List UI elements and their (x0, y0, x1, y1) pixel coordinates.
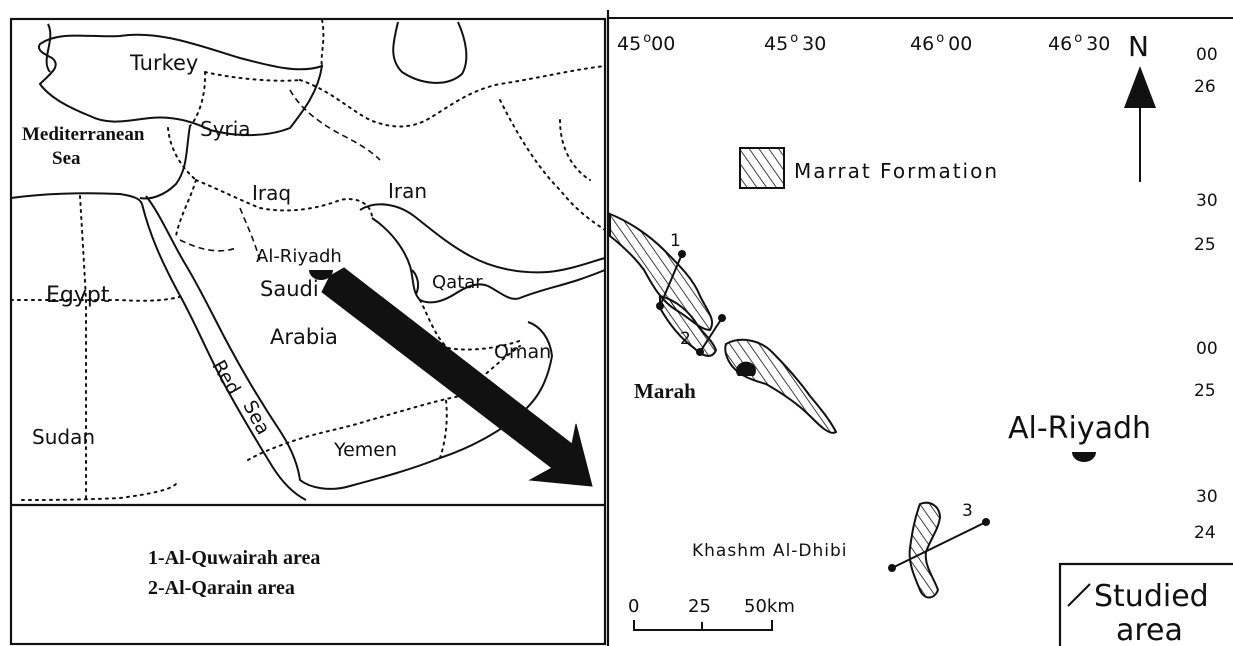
north-arrow-head (1124, 66, 1156, 108)
label-iran: Iran (388, 179, 427, 203)
label-oman: Oman (494, 341, 551, 363)
studied-area-line2: area (1116, 613, 1183, 646)
marrat-outcrop-middle (659, 294, 718, 357)
site-label-2: 2 (680, 329, 691, 349)
north-arrow: N (1124, 30, 1156, 182)
studied-area-legend: Studied area (1058, 562, 1233, 646)
label-qatar: Qatar (432, 272, 483, 293)
scale-bar: 0 25 50km (628, 596, 795, 631)
red-sea-east-coast (145, 195, 554, 490)
scale-bar-line (633, 620, 773, 631)
formation-legend-swatch (739, 147, 785, 189)
legend-item-2: 2-Al-Qarain area (148, 577, 295, 599)
marrat-outcrop-north (609, 212, 714, 332)
scale-tick-25: 25 (688, 596, 711, 617)
scale-tick-50km: 50km (744, 596, 795, 617)
north-africa-coast (10, 192, 143, 205)
border-lines (10, 19, 606, 501)
label-iraq: Iraq (252, 181, 291, 205)
label-khashm-al-dhibi: Khashm Al-Dhibi (692, 541, 848, 561)
label-arabia: Arabia (270, 325, 338, 349)
regional-map-frame (9, 17, 607, 646)
inset-arrow (321, 267, 593, 487)
qatar-peninsula (411, 269, 420, 295)
lat-24-30-min: 30 (1196, 487, 1218, 507)
studied-area-line1: Studied (1094, 579, 1209, 614)
label-mediterranean: Mediterranean (22, 124, 145, 145)
iran-gulf-coast (359, 203, 606, 274)
label-syria: Syria (200, 117, 251, 141)
site-label-1: 1 (670, 231, 681, 251)
label-marah: Marah (634, 379, 696, 403)
north-label: N (1128, 30, 1149, 63)
marrat-outcrop-south (724, 338, 838, 434)
lat-26-00-deg: 26 (1194, 77, 1216, 97)
label-mediterranean-sea: Sea (52, 148, 81, 169)
persian-gulf-coast (371, 217, 606, 304)
site-label-3: 3 (962, 501, 973, 521)
label-yemen: Yemen (333, 439, 397, 461)
section-lines (656, 250, 990, 572)
label-egypt: Egypt (46, 283, 110, 308)
label-sudan: Sudan (32, 425, 95, 449)
lat-25-00-min: 00 (1196, 339, 1218, 359)
label-saudi: Saudi (260, 277, 319, 301)
red-sea-west-coast (141, 203, 307, 501)
label-al-riyadh-left: Al-Riyadh (256, 246, 342, 267)
studied-area-symbol (1067, 583, 1091, 607)
turkey-coast (38, 33, 324, 137)
lat-24-30-deg: 24 (1194, 523, 1216, 543)
marah-marker (736, 361, 756, 376)
scale-tick-0: 0 (628, 596, 639, 617)
studied-area-box (1058, 562, 1233, 646)
black-sea-coast (45, 23, 52, 73)
caspian-sea-coast (392, 21, 468, 84)
lat-26-00-min: 00 (1196, 45, 1218, 65)
legend-item-1: 1-Al-Quwairah area (148, 547, 320, 569)
al-riyadh-marker (1072, 452, 1096, 462)
marrat-outcrop-khashm (908, 501, 942, 599)
regional-map: Turkey Syria Iraq Iran Egypt Saudi Arabi… (9, 17, 607, 646)
levant-coast (139, 125, 191, 200)
border-lines-dashed (179, 89, 381, 263)
lat-25-30-deg: 25 (1194, 235, 1216, 255)
lat-25-00-deg: 25 (1194, 381, 1216, 401)
label-al-riyadh-right: Al-Riyadh (1008, 411, 1151, 446)
riyadh-marker (309, 270, 333, 280)
formation-legend-label: Marrat Formation (794, 159, 999, 183)
lat-25-30-min: 30 (1196, 191, 1218, 211)
label-turkey: Turkey (129, 51, 198, 75)
latitude-labels: 00 26 30 25 00 25 30 24 (1194, 45, 1218, 543)
